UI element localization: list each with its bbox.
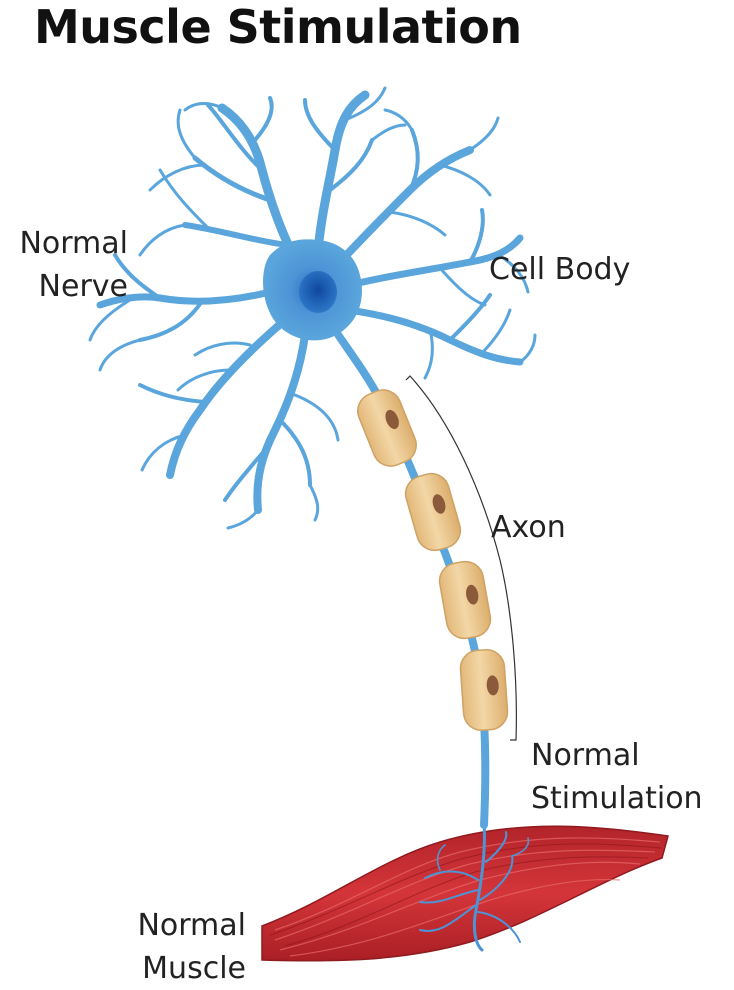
- label-axon: Axon: [491, 510, 566, 545]
- nerve-endings: [419, 818, 530, 952]
- label-cell-body: Cell Body: [489, 252, 631, 287]
- cell-body: [263, 239, 362, 341]
- myelin-sheath: [357, 389, 509, 731]
- label-normal-muscle: Normal Muscle: [137, 908, 246, 986]
- label-normal-stimulation: Normal Stimulation: [531, 738, 703, 816]
- nucleus: [299, 271, 337, 313]
- axon-bracket: [405, 375, 517, 741]
- dendrites: [88, 86, 537, 530]
- label-normal-nerve: Normal Nerve: [19, 226, 128, 304]
- page-title: Muscle Stimulation: [34, 0, 522, 54]
